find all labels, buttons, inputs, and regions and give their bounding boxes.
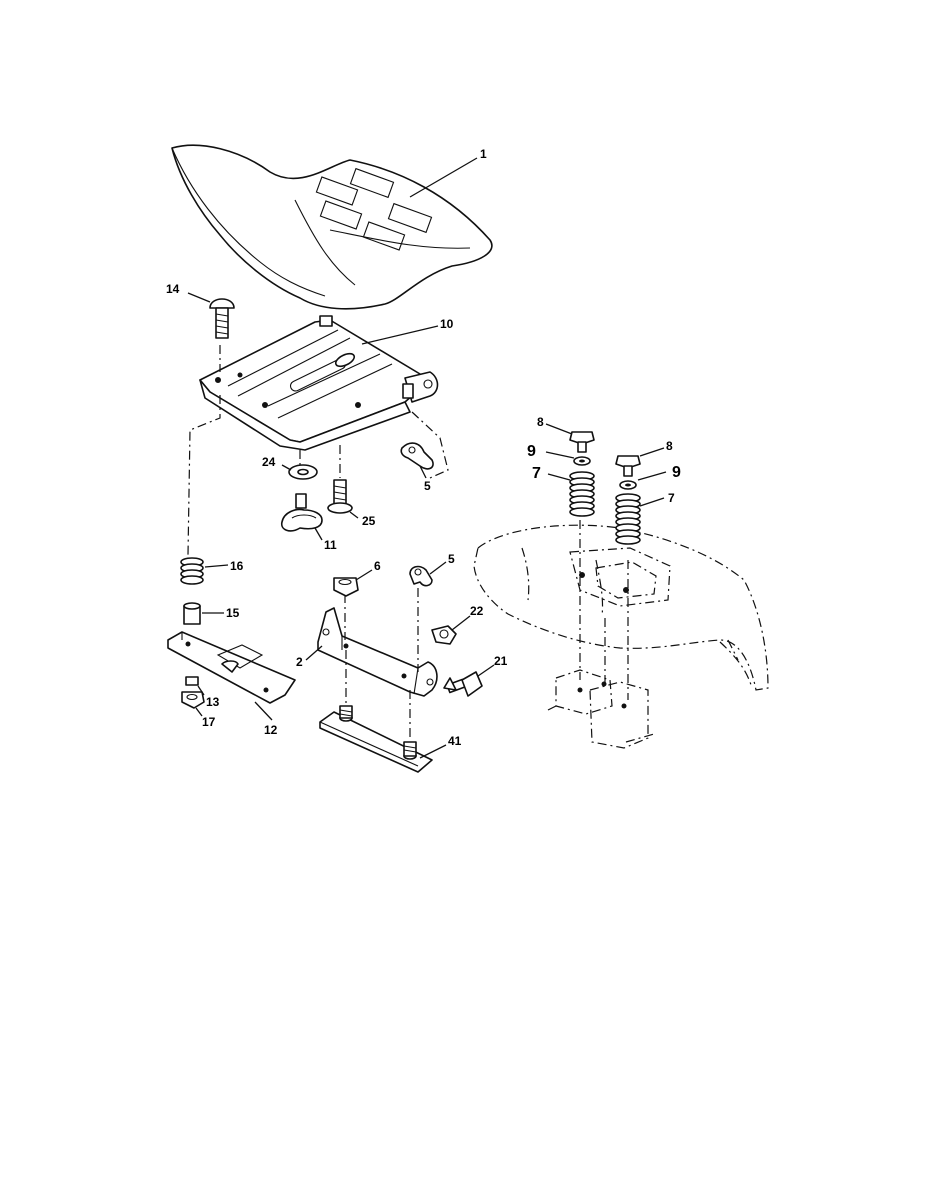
seat-pan — [199, 315, 439, 451]
spring-16 — [180, 557, 204, 585]
washer-9-left — [573, 456, 591, 466]
bolt-8-right — [615, 455, 641, 477]
spring-7-right — [615, 493, 641, 545]
callout-25: 25 — [362, 514, 376, 528]
callout-17: 17 — [202, 715, 216, 729]
bolt-8-left — [569, 431, 595, 453]
callout-2: 2 — [296, 655, 303, 669]
callout-13: 13 — [206, 695, 220, 709]
callout-22: 22 — [470, 604, 484, 618]
callout-12: 12 — [264, 723, 278, 737]
bracket-12 — [167, 631, 296, 704]
callout-5-lower: 5 — [448, 552, 455, 566]
bracket-2 — [317, 607, 438, 697]
fender — [473, 524, 769, 749]
nut-22 — [431, 625, 457, 645]
washer-9-right — [619, 480, 637, 490]
callout-9-left: 9 — [527, 443, 536, 460]
bolt-25 — [327, 479, 353, 514]
bolt-21 — [443, 671, 483, 697]
nut-6 — [333, 577, 359, 597]
callout-14: 14 — [166, 282, 180, 296]
callout-9-right: 9 — [672, 464, 681, 481]
callout-21: 21 — [494, 654, 508, 668]
callout-41: 41 — [448, 734, 462, 748]
callout-7-right: 7 — [668, 491, 675, 505]
callout-8-left: 8 — [537, 415, 544, 429]
callout-5-upper: 5 — [424, 479, 431, 493]
spacer — [183, 602, 201, 625]
carriage-bolt — [209, 298, 235, 339]
seat — [171, 144, 493, 310]
callout-10: 10 — [440, 317, 454, 331]
clip-lower — [409, 565, 433, 587]
callout-24: 24 — [262, 455, 276, 469]
spring-7-left — [569, 471, 595, 517]
washer — [288, 464, 318, 480]
callout-6: 6 — [374, 559, 381, 573]
nut-13 — [185, 676, 199, 686]
adjustment-knob — [280, 493, 323, 532]
callout-11: 11 — [324, 538, 337, 552]
callout-8-right: 8 — [666, 439, 673, 453]
nut-17 — [181, 691, 205, 709]
callout-15: 15 — [226, 606, 240, 620]
clip-upper — [400, 442, 434, 470]
callout-7-left: 7 — [532, 465, 541, 482]
plate-41 — [319, 705, 433, 773]
callout-16: 16 — [230, 559, 244, 573]
callout-1: 1 — [480, 147, 487, 161]
